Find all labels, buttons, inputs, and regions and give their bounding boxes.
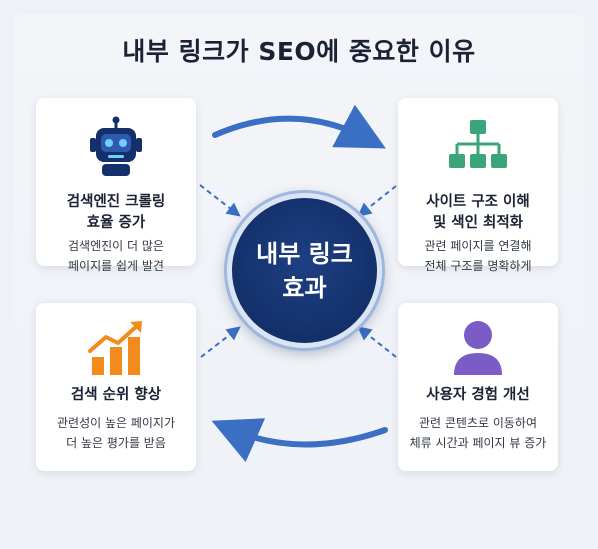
dashed-connector-tr	[357, 185, 397, 217]
card-description: 검색엔진이 더 많은 페이지를 쉽게 발견	[68, 239, 164, 273]
card-description: 관련 콘텐츠로 이동하여 체류 시간과 페이지 뷰 증가	[409, 416, 547, 450]
card-title: 검색엔진 크롤링 효율 증가	[66, 194, 166, 231]
flow-arrow-top	[212, 104, 386, 149]
card-user-experience: 사용자 경험 개선 관련 콘텐츠로 이동하여 체류 시간과 페이지 뷰 증가	[398, 303, 558, 471]
card-site-structure: 사이트 구조 이해 및 색인 최적화 관련 페이지를 연결해 전체 구조를 명확…	[398, 98, 558, 273]
dashed-connector-tl	[199, 184, 241, 217]
card-description: 관련 페이지를 연결해 전체 구조를 명확하게	[424, 239, 532, 273]
page-title: 내부 링크가 SEO에 중요한 이유	[122, 37, 476, 66]
site-structure-icon	[398, 118, 558, 174]
robot-icon	[36, 116, 196, 178]
growth-chart-icon	[36, 317, 196, 377]
card-ranking-improvement: 검색 순위 향상 관련성이 높은 페이지가 더 높은 평가를 받음	[36, 303, 196, 471]
flow-arrow-bottom	[211, 418, 388, 463]
user-icon	[398, 319, 558, 377]
dashed-connector-br	[357, 326, 397, 358]
card-title: 검색 순위 향상	[70, 387, 162, 403]
dashed-connector-bl	[200, 326, 241, 358]
card-description: 관련성이 높은 페이지가 더 높은 평가를 받음	[56, 416, 176, 450]
card-title: 사용자 경험 개선	[426, 387, 530, 403]
card-crawling-efficiency: 검색엔진 크롤링 효율 증가 검색엔진이 더 많은 페이지를 쉽게 발견	[36, 98, 196, 273]
card-title: 사이트 구조 이해 및 색인 최적화	[426, 194, 530, 231]
center-circle-internal-link-effect: 내부 링크 효과	[227, 193, 382, 348]
